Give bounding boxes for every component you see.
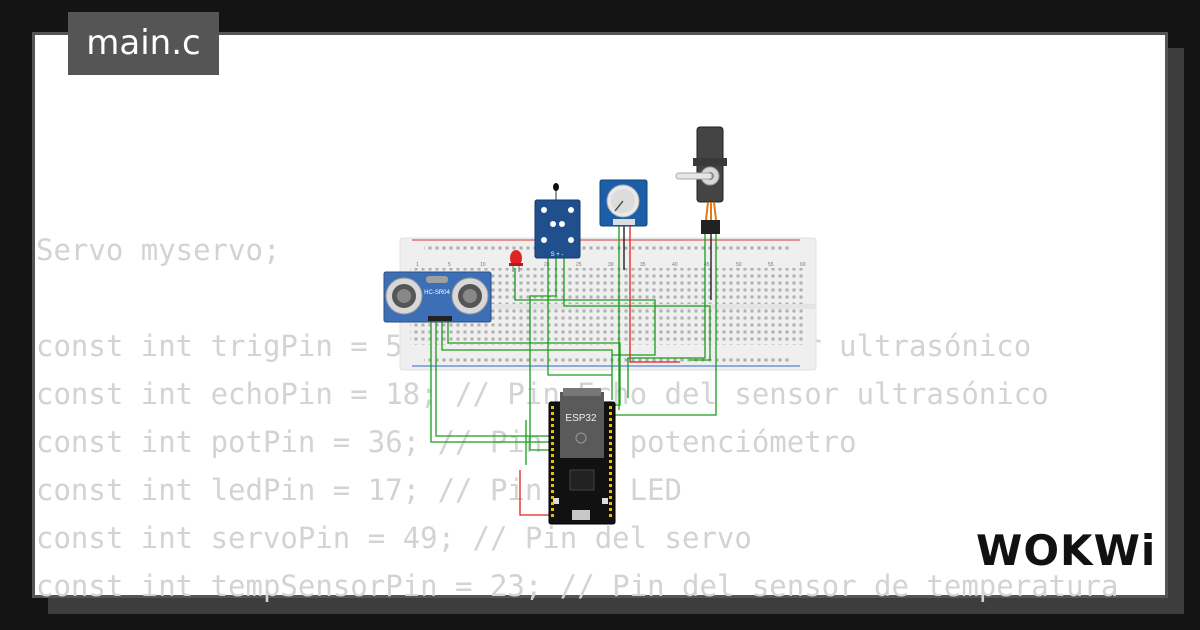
esp32-pin — [609, 472, 612, 475]
esp32-pin — [551, 436, 554, 439]
esp32-pin — [551, 412, 554, 415]
esp32-pin — [551, 466, 554, 469]
esp32-board: ESP32 — [548, 388, 616, 525]
ultrasonic-label: HC-SR04 — [424, 290, 450, 296]
esp32-pin — [551, 472, 554, 475]
esp32-pin — [551, 442, 554, 445]
breadboard-number: 30 — [608, 262, 614, 268]
breadboard-number: 45 — [704, 262, 710, 268]
file-tab-label: main.c — [86, 23, 201, 63]
esp32-pin — [551, 430, 554, 433]
esp32-pin — [609, 430, 612, 433]
esp32-pin — [551, 508, 554, 511]
mcu-label: ESP32 — [565, 413, 597, 424]
esp32-pin — [609, 454, 612, 457]
esp32-pin — [551, 448, 554, 451]
esp32-pin — [551, 460, 554, 463]
esp32-pin — [609, 484, 612, 487]
breadboard-number: 20 — [544, 262, 550, 268]
esp32-pin — [609, 514, 612, 517]
esp32-pin — [609, 460, 612, 463]
esp32-pin — [609, 436, 612, 439]
esp32-pin — [609, 490, 612, 493]
breadboard-number: 10 — [480, 262, 486, 268]
esp32-pin — [551, 478, 554, 481]
breadboard-number: 50 — [736, 262, 742, 268]
esp32-pin — [551, 502, 554, 505]
logo-text: WOKWi — [976, 526, 1157, 575]
breadboard-number: 60 — [800, 262, 806, 268]
breadboard-number: 25 — [576, 262, 582, 268]
esp32-pin — [551, 490, 554, 493]
breadboard-number: 5 — [448, 262, 451, 268]
esp32-pin — [609, 418, 612, 421]
code-line: const int tempSensorPin = 23; // Pin del… — [36, 569, 1119, 603]
esp32-pin — [609, 502, 612, 505]
code-line: Servo myservo; — [36, 233, 281, 267]
esp32-pin — [609, 406, 612, 409]
esp32-pin — [609, 424, 612, 427]
breadboard-number: 35 — [640, 262, 646, 268]
esp32-pin — [609, 508, 612, 511]
esp32-pin — [609, 466, 612, 469]
temp-sensor-pins: S + - — [551, 252, 564, 258]
esp32-pin — [551, 514, 554, 517]
esp32-pin — [551, 406, 554, 409]
wires — [430, 225, 717, 516]
led — [509, 250, 523, 272]
wokwi-logo: WOKWi — [976, 526, 1155, 576]
esp32-pin — [609, 412, 612, 415]
esp32-pin — [551, 424, 554, 427]
esp32-pin — [551, 454, 554, 457]
file-tab[interactable]: main.c — [68, 12, 219, 75]
esp32-pin — [609, 496, 612, 499]
esp32-pin — [609, 478, 612, 481]
esp32-pin — [609, 442, 612, 445]
esp32-pin — [551, 418, 554, 421]
ultrasonic-sensor: HC-SR04 — [383, 271, 492, 323]
servo-motor — [675, 126, 727, 234]
esp32-pin — [609, 448, 612, 451]
esp32-pin — [551, 496, 554, 499]
code-line: const int echoPin = 18; // Pin Echo del … — [36, 377, 1049, 411]
potentiometer — [599, 179, 648, 227]
temperature-sensor: S + - — [534, 183, 581, 259]
esp32-pin — [551, 484, 554, 487]
breadboard-number: 55 — [768, 262, 774, 268]
breadboard-number: 1 — [416, 262, 419, 268]
breadboard-number: 40 — [672, 262, 678, 268]
code-line: const int servoPin = 49; // Pin del serv… — [36, 521, 752, 555]
